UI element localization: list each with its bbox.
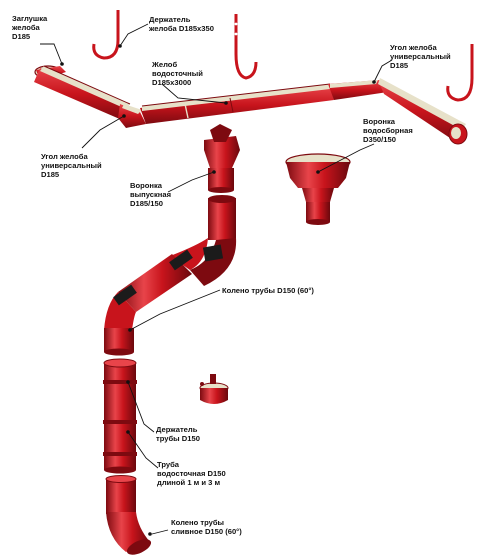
gutter-left-part	[34, 65, 131, 120]
gutter-holder-part-left	[92, 10, 120, 60]
leader-corner-left	[81, 115, 125, 149]
downpipe-assembly	[104, 195, 237, 356]
leader-lines	[40, 23, 393, 535]
leader-dots	[60, 44, 376, 536]
label-gutter: Желоб водосточный D185x3000	[152, 60, 203, 87]
leader-corner-right	[373, 59, 393, 83]
gutter-run	[34, 65, 468, 145]
label-drain-elbow: Колено трубы сливное D150 (60°)	[171, 518, 242, 536]
leader-outlet-funnel	[167, 171, 215, 193]
collector-funnel-part	[285, 153, 351, 225]
leader-drain-elbow	[151, 529, 169, 535]
leader-gutter-holder	[119, 23, 149, 47]
label-pipe-holder: Держатель трубы D150	[156, 425, 200, 443]
label-gutter-holder: Держатель желоба D185x350	[149, 15, 214, 33]
pipe-part	[103, 358, 137, 474]
pipe-holder-part	[199, 374, 229, 404]
label-corner-right: Угол желоба универсальный D185	[390, 43, 451, 70]
label-pipe-elbow: Колено трубы D150 (60°)	[222, 286, 314, 295]
leader-collector-funnel	[317, 143, 375, 173]
label-corner-left: Угол желоба универсальный D185	[41, 152, 102, 179]
label-collector-funnel: Воронка водосборная D350/150	[363, 117, 413, 144]
drain-elbow-part	[105, 475, 152, 555]
gutter-holder-part-center	[234, 14, 258, 80]
corner-right-part	[328, 80, 388, 100]
label-end-cap: Заглушка желоба D185	[12, 14, 48, 41]
label-pipe: Труба водосточная D150 длиной 1 м и 3 м	[157, 460, 226, 487]
corner-left-part	[118, 104, 146, 128]
leader-pipe-holder	[127, 381, 155, 433]
label-outlet-funnel: Воронка выпускная D185/150	[130, 181, 172, 208]
outlet-funnel-part	[204, 124, 240, 193]
leader-pipe	[127, 431, 159, 469]
gutter-holder-part-right	[446, 44, 474, 102]
leader-pipe-elbow	[129, 289, 221, 331]
gutter-right-part	[378, 78, 468, 145]
leader-gutter	[161, 83, 227, 104]
leader-end-cap	[40, 43, 63, 65]
gutter-middle-part	[140, 83, 334, 124]
